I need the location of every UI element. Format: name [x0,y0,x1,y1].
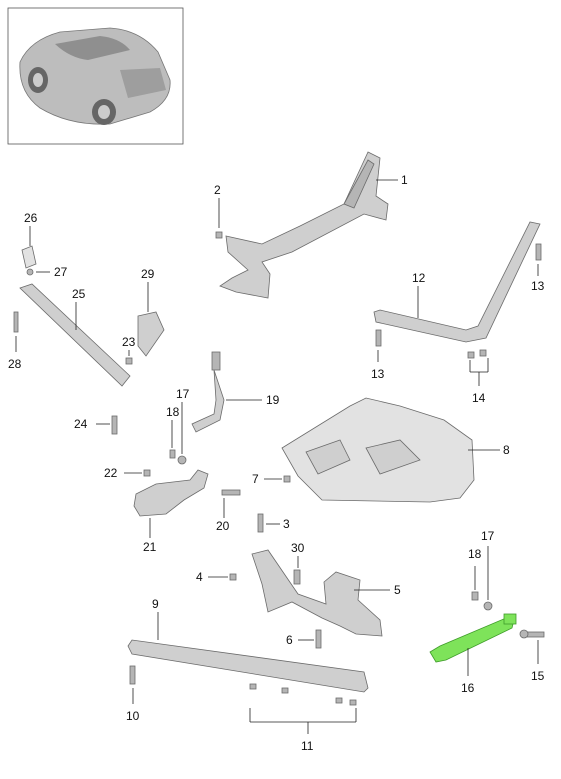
label-10: 10 [126,709,140,723]
part-19-sensor[interactable] [191,351,225,433]
part-23-nut[interactable] [125,357,133,365]
label-28: 28 [8,357,22,371]
part-1-cross-member[interactable] [219,151,389,299]
label-4: 4 [196,570,203,584]
part-13-bolt-left[interactable] [375,329,382,347]
label-11: 11 [301,739,314,753]
part-28-bolt[interactable] [13,311,19,333]
part-12-stabilizer[interactable] [373,221,541,343]
label-30: 30 [291,541,305,555]
part-26-bracket[interactable] [21,245,37,269]
label-8: 8 [503,443,510,457]
label-1: 1 [401,173,408,187]
part-17-washer-right[interactable] [483,601,493,611]
part-20-bolt[interactable] [221,489,241,496]
label-5: 5 [394,583,401,597]
part-17-washer[interactable] [177,455,187,465]
label-13a: 13 [371,367,385,381]
part-5-subframe-carrier[interactable] [251,549,383,637]
part-25-strut[interactable] [19,283,131,387]
label-24: 24 [74,417,88,431]
label-23: 23 [122,335,136,349]
label-7: 7 [252,472,259,486]
label-18b: 18 [468,547,482,561]
label-16: 16 [461,681,475,695]
label-12: 12 [412,271,426,285]
label-22: 22 [104,466,118,480]
part-18-bolt[interactable] [169,449,176,459]
label-27: 27 [54,265,68,279]
part-24-bolt[interactable] [111,415,118,435]
label-15: 15 [531,669,545,683]
label-26: 26 [24,211,38,225]
part-27-washer[interactable] [26,268,34,276]
part-9-crossbar[interactable] [127,639,369,693]
part-2-nut[interactable] [215,231,223,239]
label-20: 20 [216,519,230,533]
part-16-track-rod-highlighted[interactable] [429,613,517,663]
car-illustration [19,27,171,125]
part-4-nut[interactable] [229,573,237,581]
part-3-bolt[interactable] [257,513,264,533]
label-19: 19 [266,393,280,407]
part-30-bolt[interactable] [293,569,301,585]
label-13b: 13 [531,279,545,293]
part-21-control-arm[interactable] [133,469,209,517]
label-29: 29 [141,267,155,281]
part-15-bolt[interactable] [519,629,545,639]
part-6-bolt[interactable] [315,629,322,649]
part-10-bolt[interactable] [129,665,136,685]
label-17b: 17 [481,529,495,543]
label-17a: 17 [176,387,190,401]
part-11-nuts[interactable] [249,683,357,706]
label-3: 3 [283,517,290,531]
label-18a: 18 [166,405,180,419]
part-13-bolt-right[interactable] [535,243,542,261]
label-14: 14 [472,391,486,405]
part-18-bolt-right[interactable] [471,591,479,601]
label-2: 2 [214,183,221,197]
part-22-nut[interactable] [143,469,151,477]
part-7-nut[interactable] [283,475,291,483]
part-29-bracket[interactable] [137,311,165,357]
label-25: 25 [72,287,86,301]
label-9: 9 [152,597,159,611]
label-6: 6 [286,633,293,647]
part-14-nuts[interactable] [467,349,487,359]
vehicle-thumbnail [7,7,184,145]
label-21: 21 [143,540,157,554]
